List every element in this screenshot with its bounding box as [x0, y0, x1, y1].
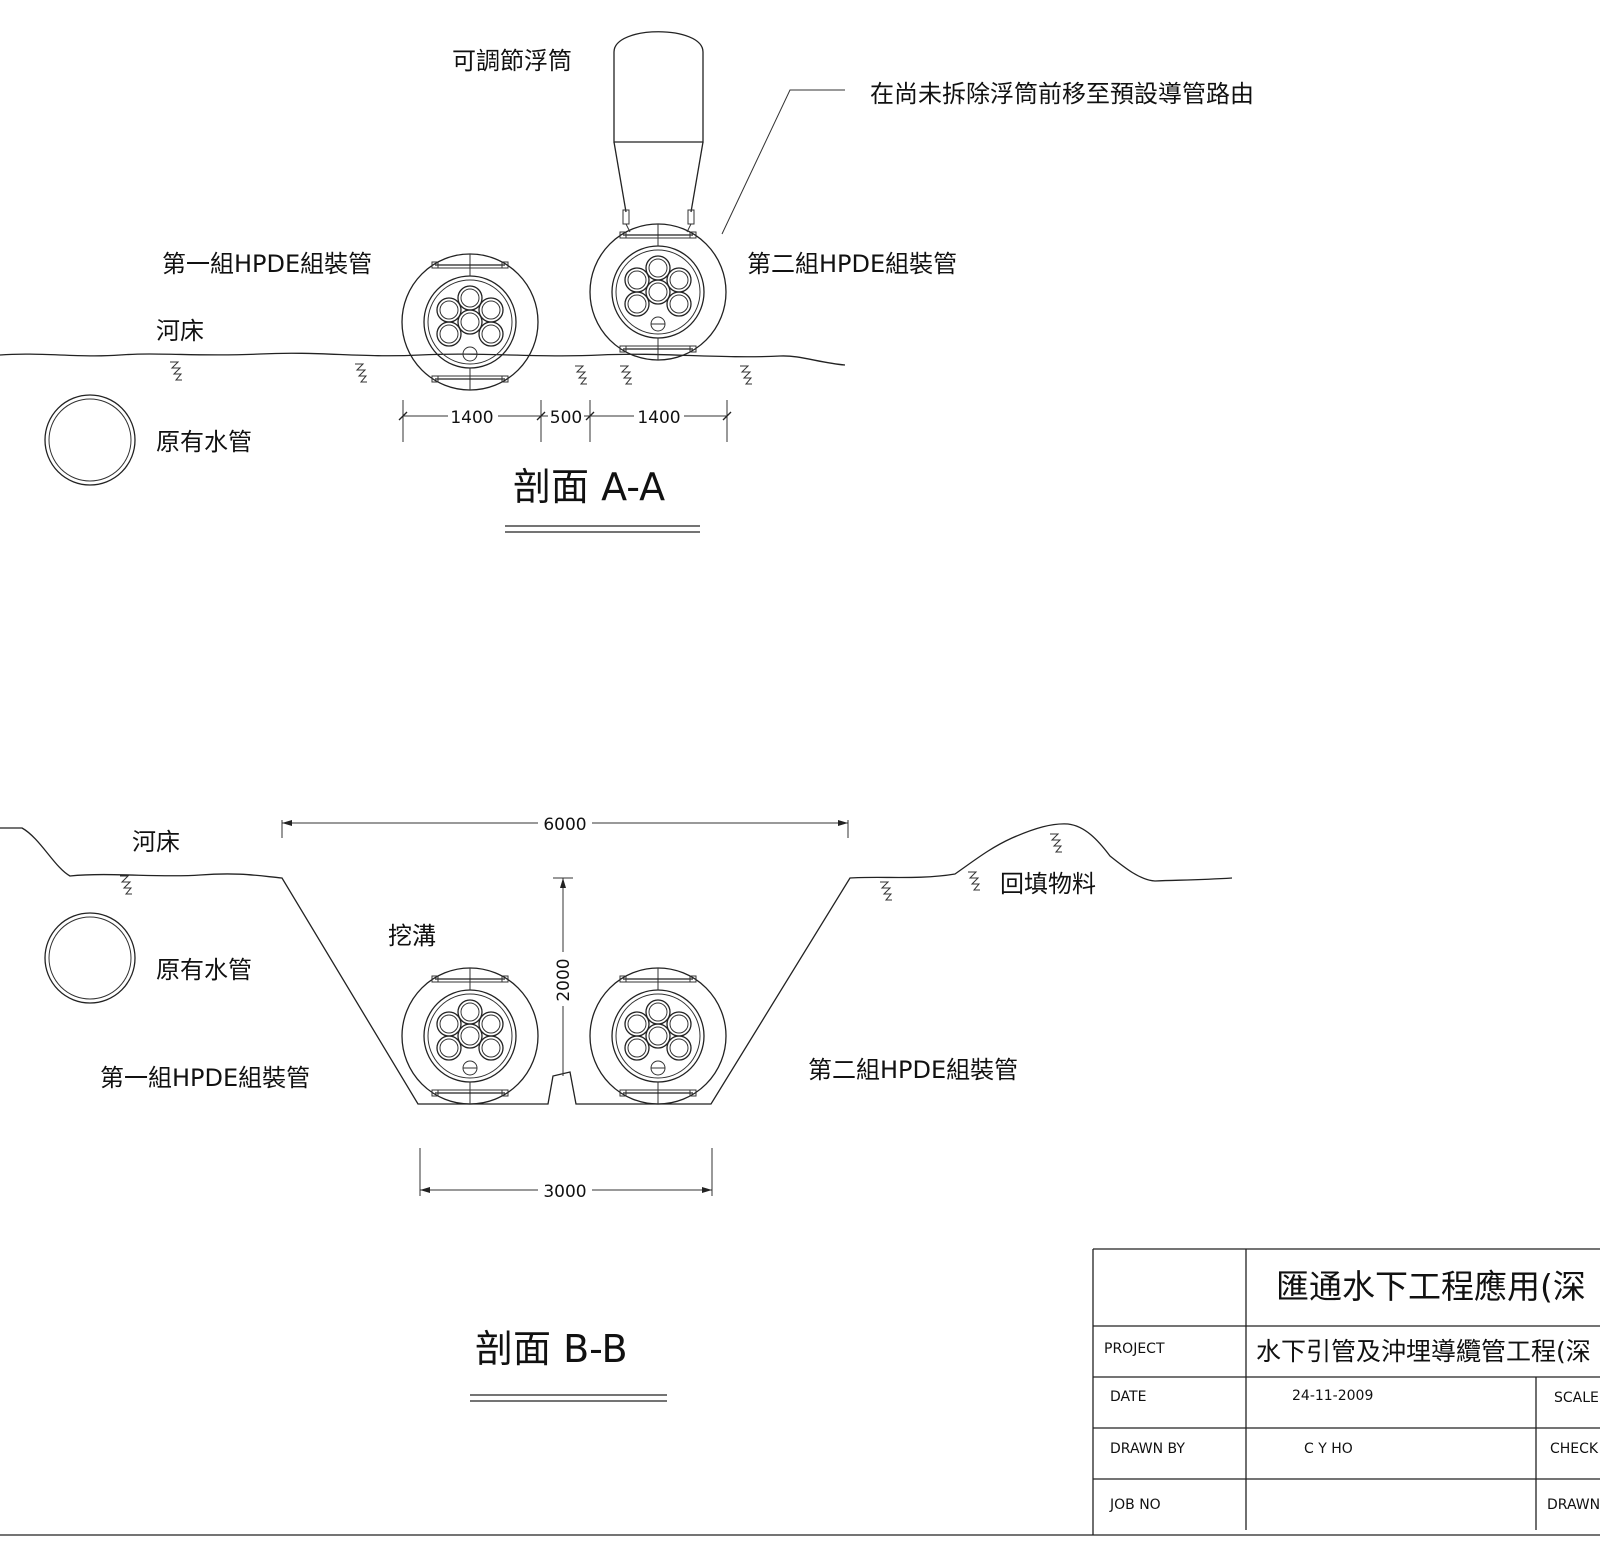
hdpe-bundle-group1-a: [401, 253, 539, 391]
drawn-label: DRAWN: [1547, 1497, 1600, 1513]
existing-pipe-b: [44, 912, 136, 1004]
move-note-label: 在尚未拆除浮筒前移至預設導管路由: [870, 80, 1254, 108]
hdpe-bundle-group2-a: [589, 223, 727, 361]
note-leader-line: [721, 89, 845, 235]
dimension-line-top-b: [281, 814, 849, 838]
drawn-by-value: C Y HO: [1304, 1441, 1353, 1457]
soil-hatch: [169, 361, 183, 381]
dim-right-label: 1400: [637, 408, 680, 428]
dim-gap-label: 500: [550, 408, 582, 428]
group1-label-b: 第一組HPDE組裝管: [100, 1064, 310, 1092]
scale-label: SCALE: [1554, 1390, 1599, 1406]
adjustable-float: [613, 31, 704, 143]
hdpe-bundle-group2-b: [589, 967, 727, 1105]
dimension-line-bottom-b: [419, 1148, 713, 1199]
section-b-title: 剖面 B-B: [475, 1327, 628, 1371]
soil-hatch: [619, 365, 633, 385]
project-value: 水下引管及沖埋導纜管工程(深: [1256, 1337, 1591, 1366]
date-value: 24-11-2009: [1292, 1388, 1373, 1404]
float-label: 可調節浮筒: [452, 47, 572, 75]
dim-top-label: 6000: [543, 815, 586, 835]
group1-label-a: 第一組HPDE組裝管: [162, 250, 372, 278]
soil-hatch: [354, 363, 368, 383]
section-b-b: [0, 814, 1233, 1402]
dim-left-label: 1400: [450, 408, 493, 428]
soil-hatch: [1049, 833, 1063, 853]
soil-hatch: [574, 365, 588, 385]
job-no-label: JOB NO: [1109, 1497, 1161, 1513]
dimension-line-depth-b: [553, 877, 573, 1076]
section-a-title: 剖面 A-A: [513, 465, 665, 509]
existing-pipe-label-a: 原有水管: [156, 428, 252, 456]
riverbed-line-a: [0, 352, 846, 366]
soil-hatch: [739, 365, 753, 385]
check-label: CHECK: [1550, 1441, 1599, 1457]
drawn-by-label: DRAWN BY: [1110, 1441, 1185, 1457]
riverbed-label-a: 河床: [156, 317, 204, 345]
dimension-line-a: [398, 400, 732, 442]
company-name: 匯通水下工程應用(深: [1276, 1267, 1586, 1306]
backfill-label: 回填物料: [1000, 870, 1096, 898]
trench-label: 挖溝: [388, 922, 436, 950]
trench-profile: [0, 823, 1233, 1105]
group2-label-b: 第二組HPDE組裝管: [808, 1056, 1018, 1084]
project-label: PROJECT: [1104, 1341, 1165, 1357]
existing-pipe-a: [44, 394, 136, 486]
dim-depth-label: 2000: [554, 958, 574, 1001]
date-label: DATE: [1110, 1389, 1146, 1405]
existing-pipe-label-b: 原有水管: [156, 956, 252, 984]
soil-hatch: [879, 881, 893, 901]
title-block: [0, 1248, 1600, 1536]
soil-hatch: [967, 871, 981, 891]
section-a-a: [0, 31, 846, 533]
riverbed-label-b: 河床: [132, 828, 180, 856]
dim-bottom-label: 3000: [543, 1182, 586, 1202]
group2-label-a: 第二組HPDE組裝管: [747, 250, 957, 278]
soil-hatch: [119, 875, 133, 895]
hdpe-bundle-group1-b: [401, 967, 539, 1105]
